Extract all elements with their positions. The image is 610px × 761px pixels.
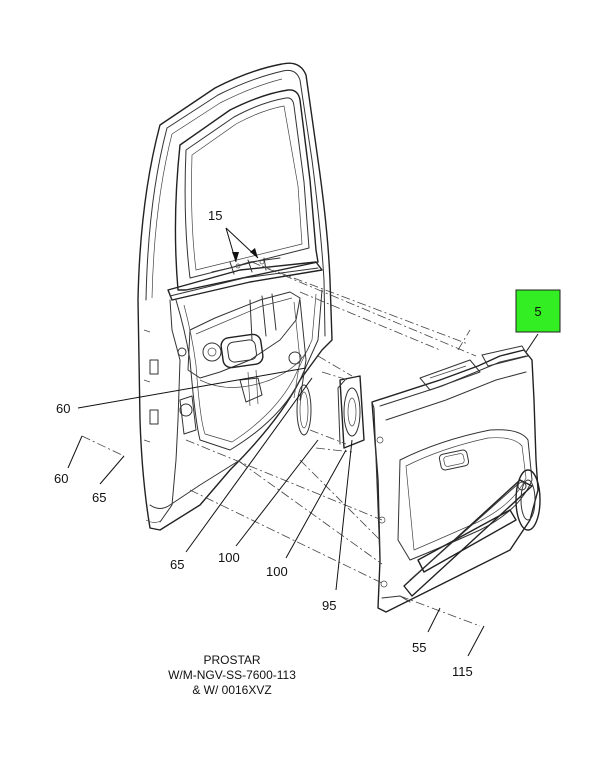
caption-model: PROSTAR: [203, 653, 260, 667]
callout-65[interactable]: 65: [92, 490, 106, 505]
callout-15[interactable]: 15: [208, 208, 222, 223]
leader-lines: [67, 227, 539, 657]
speaker-bracket: [337, 375, 365, 449]
door-trim-panel: [371, 345, 541, 613]
callout-5[interactable]: 5: [534, 304, 541, 319]
highlight-box-5[interactable]: [515, 289, 561, 333]
callout-95[interactable]: 95: [322, 598, 336, 613]
callout-labels: 5 15 60 60 65 65 100 100 95 55 115: [54, 208, 561, 679]
callout-100[interactable]: 100: [266, 564, 288, 579]
window-regulator-mechanism: [177, 257, 312, 436]
callout-60[interactable]: 60: [56, 401, 70, 416]
callout-115[interactable]: 115: [452, 664, 473, 679]
callout-65[interactable]: 65: [170, 557, 184, 572]
door-frame: [137, 62, 333, 531]
diagram-caption: PROSTAR W/M-NGV-SS-7600-113 & W/ 0016XVZ: [168, 653, 296, 697]
callout-55[interactable]: 55: [412, 640, 426, 655]
callout-100[interactable]: 100: [218, 550, 240, 565]
caption-option: & W/ 0016XVZ: [192, 683, 271, 697]
caption-code: W/M-NGV-SS-7600-113: [168, 668, 296, 682]
callout-60[interactable]: 60: [54, 471, 68, 486]
